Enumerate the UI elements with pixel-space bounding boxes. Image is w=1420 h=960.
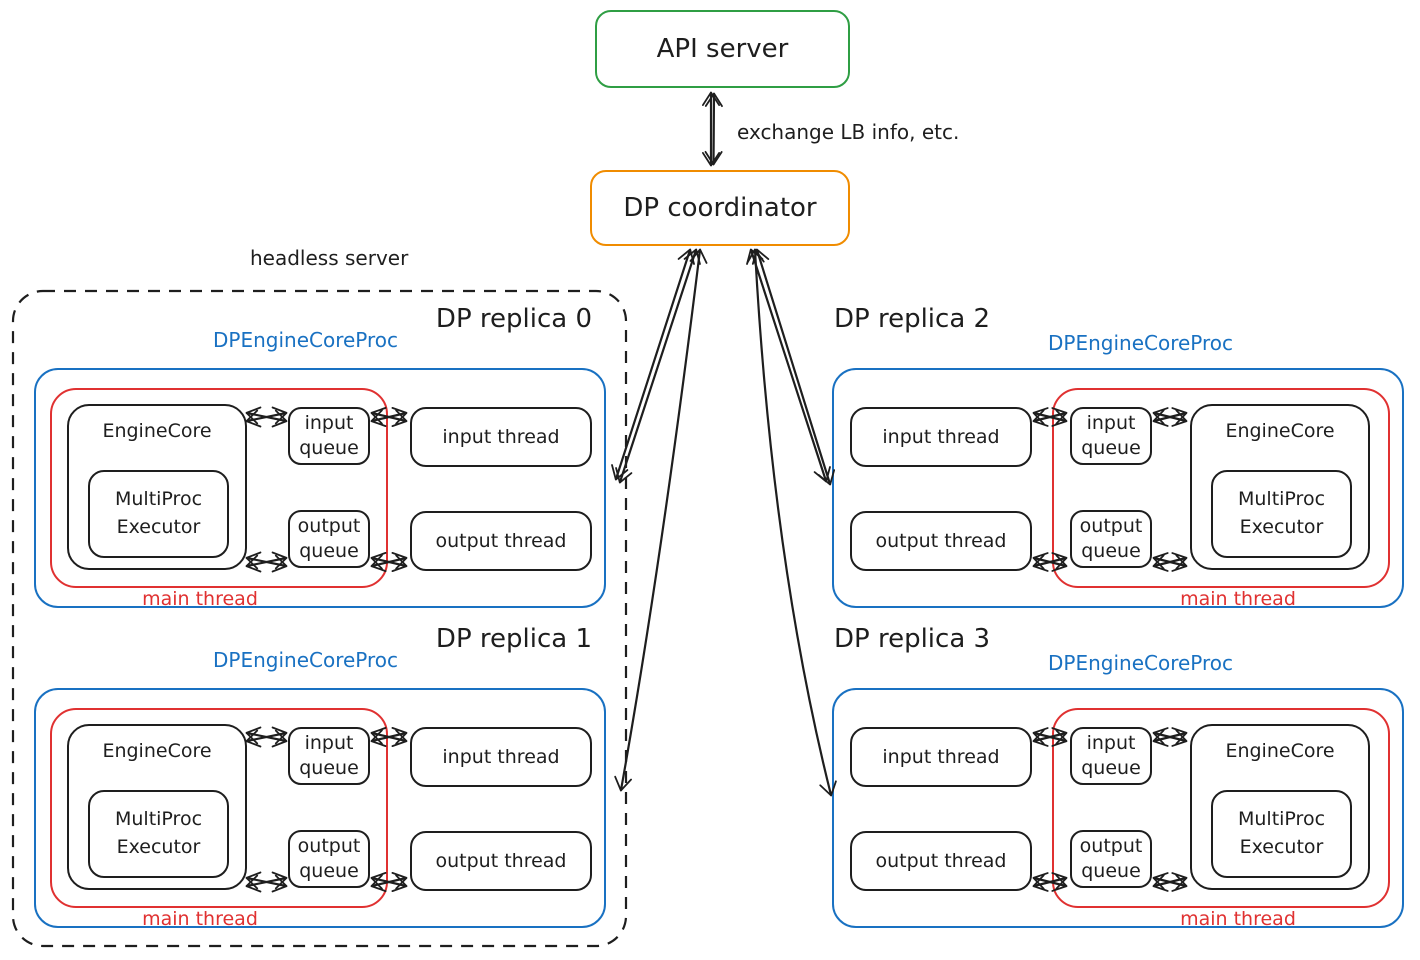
engine-core-box: EngineCore MultiProc Executor <box>67 724 247 890</box>
main-thread-label: main thread <box>142 908 258 930</box>
main-thread-label: main thread <box>142 588 258 610</box>
input-thread-box: input thread <box>850 727 1032 787</box>
output-queue-label-line1: output <box>297 515 361 537</box>
multiproc-label-line2: Executor <box>1239 836 1324 858</box>
input-queue-label-line2: queue <box>299 437 359 459</box>
engine-core-label: EngineCore <box>102 420 212 442</box>
multiproc-executor-box: MultiProc Executor <box>1211 790 1352 878</box>
main-thread-label: main thread <box>1180 908 1296 930</box>
multiproc-executor-box: MultiProc Executor <box>88 790 229 878</box>
engine-core-label: EngineCore <box>102 740 212 762</box>
output-queue-label-line2: queue <box>299 540 359 562</box>
dp-replica-3: DP replica 3 DPEngineCoreProc input thre… <box>828 620 1408 932</box>
output-thread-box: output thread <box>850 511 1032 571</box>
output-thread-box: output thread <box>410 511 592 571</box>
dp-coordinator-box: DP coordinator <box>590 170 850 246</box>
dpenginecoreproc-label: DPEngineCoreProc <box>1048 651 1234 675</box>
input-queue-label-line2: queue <box>299 757 359 779</box>
output-thread-box: output thread <box>850 831 1032 891</box>
dp-replica-2: DP replica 2 DPEngineCoreProc input thre… <box>828 300 1408 612</box>
main-thread-label: main thread <box>1180 588 1296 610</box>
output-queue-box: output queue <box>1070 510 1152 568</box>
main-thread-box <box>1052 708 1390 908</box>
output-queue-label-line2: queue <box>1081 540 1141 562</box>
input-queue-label-line1: input <box>1086 412 1136 434</box>
coordinator-replica0-arrow <box>611 248 701 484</box>
api-server-box: API server <box>595 10 850 88</box>
coordinator-replica1-arrow <box>614 248 708 792</box>
multiproc-label-line2: Executor <box>116 836 201 858</box>
input-queue-box: input queue <box>288 407 370 465</box>
output-thread-box: output thread <box>410 831 592 891</box>
input-queue-box: input queue <box>1070 407 1152 465</box>
output-queue-box: output queue <box>1070 830 1152 888</box>
input-queue-label-line2: queue <box>1081 757 1141 779</box>
dp-replica-1: DP replica 1 DPEngineCoreProc EngineCore… <box>30 620 610 932</box>
dpenginecoreproc-label: DPEngineCoreProc <box>1048 331 1234 355</box>
multiproc-label-line2: Executor <box>116 516 201 538</box>
multiproc-executor-box: MultiProc Executor <box>1211 470 1352 558</box>
output-queue-label-line2: queue <box>299 860 359 882</box>
output-queue-box: output queue <box>288 830 370 888</box>
input-queue-label-line1: input <box>1086 732 1136 754</box>
headless-server-label: headless server <box>250 246 409 270</box>
engine-core-box: EngineCore MultiProc Executor <box>1190 404 1370 570</box>
engine-core-box: EngineCore MultiProc Executor <box>67 404 247 570</box>
multiproc-label-line2: Executor <box>1239 516 1324 538</box>
multiproc-label-line1: MultiProc <box>1237 488 1326 510</box>
multiproc-label-line1: MultiProc <box>114 488 203 510</box>
exchange-lb-info-label: exchange LB info, etc. <box>737 120 960 144</box>
dpenginecoreproc-label: DPEngineCoreProc <box>213 328 399 352</box>
input-queue-label-line2: queue <box>1081 437 1141 459</box>
engine-core-label: EngineCore <box>1225 420 1335 442</box>
replica-title: DP replica 1 <box>435 624 592 654</box>
replica-title: DP replica 2 <box>834 304 991 334</box>
multiproc-executor-box: MultiProc Executor <box>88 470 229 558</box>
multiproc-label-line1: MultiProc <box>1237 808 1326 830</box>
replica-title: DP replica 3 <box>834 624 991 654</box>
input-queue-label-line1: input <box>304 412 354 434</box>
coordinator-replica2-arrow <box>746 248 836 486</box>
input-queue-box: input queue <box>1070 727 1152 785</box>
output-queue-label-line1: output <box>1079 515 1143 537</box>
output-queue-label-line1: output <box>1079 835 1143 857</box>
input-thread-box: input thread <box>410 727 592 787</box>
multiproc-label-line1: MultiProc <box>114 808 203 830</box>
input-thread-box: input thread <box>850 407 1032 467</box>
replica-title: DP replica 0 <box>435 304 592 334</box>
dp-coordinator-label: DP coordinator <box>623 193 817 223</box>
input-queue-box: input queue <box>288 727 370 785</box>
input-thread-box: input thread <box>410 407 592 467</box>
api-server-label: API server <box>656 34 789 64</box>
engine-core-label: EngineCore <box>1225 740 1335 762</box>
input-queue-label-line1: input <box>304 732 354 754</box>
main-thread-box <box>1052 388 1390 588</box>
output-queue-box: output queue <box>288 510 370 568</box>
coordinator-replica3-arrow <box>746 248 837 797</box>
output-queue-label-line2: queue <box>1081 860 1141 882</box>
api-coordinator-arrow <box>702 91 723 167</box>
dpenginecoreproc-box <box>832 688 1404 928</box>
dp-replica-0: DP replica 0 DPEngineCoreProc EngineCore… <box>30 300 610 612</box>
output-queue-label-line1: output <box>297 835 361 857</box>
engine-core-box: EngineCore MultiProc Executor <box>1190 724 1370 890</box>
dpenginecoreproc-label: DPEngineCoreProc <box>213 648 399 672</box>
